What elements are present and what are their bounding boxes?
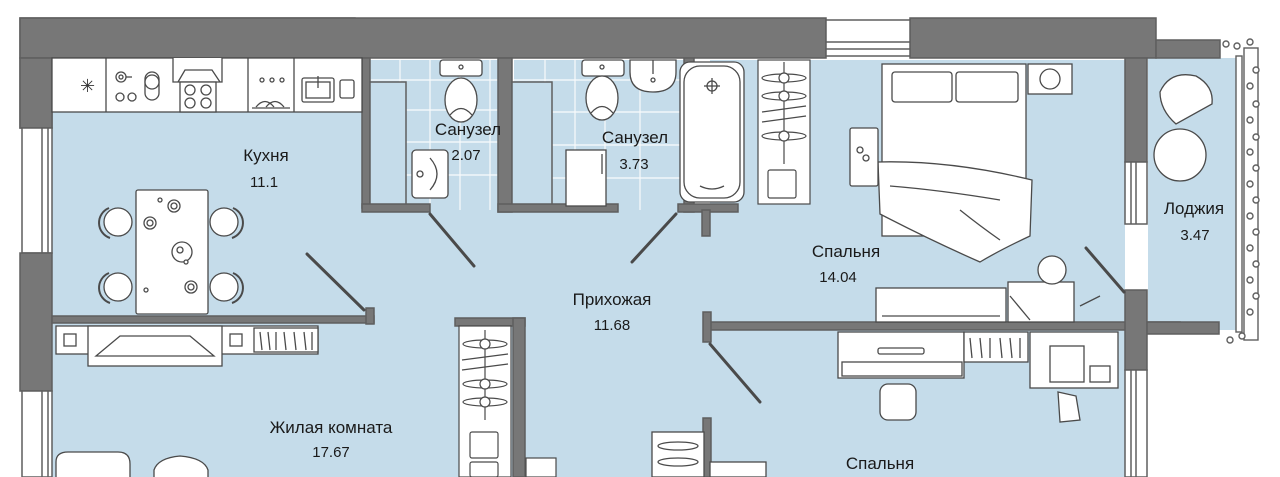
wall-kitchen-bath: [361, 57, 371, 209]
dresser: [875, 287, 1007, 323]
kitchen-door[interactable]: [305, 252, 366, 312]
room-area: 11.1: [249, 174, 279, 191]
wardrobe-2: [651, 431, 705, 477]
room-area: 3.73: [619, 156, 649, 173]
desk: [1007, 281, 1075, 323]
outer-wall-left-2: [19, 252, 53, 392]
room-area: 17.67: [312, 444, 350, 461]
chair: [103, 207, 133, 237]
washing-machine: [565, 149, 607, 207]
loggia-door[interactable]: [1084, 246, 1126, 294]
wall-bedroom-divider: [709, 321, 1181, 331]
bathroom-2-fixtures: [565, 59, 745, 207]
hallway-closet: [458, 325, 557, 477]
room-name: Спальня: [845, 454, 915, 473]
bookshelf: [963, 331, 1029, 363]
sink: [629, 59, 677, 93]
room-name: Жилая комната: [269, 418, 393, 437]
room-name: Санузел: [601, 128, 669, 147]
bathroom-2-door[interactable]: [630, 212, 678, 264]
sink: [411, 149, 449, 199]
office-chair: [1057, 391, 1081, 423]
chair: [209, 207, 239, 237]
bedroom-1-furniture: [849, 63, 1101, 323]
wall-bedroom-loggia: [1124, 57, 1148, 163]
loggia-glazing: [1222, 38, 1260, 344]
freezer-icon: ✳: [80, 76, 95, 96]
room-name: Лоджия: [1163, 199, 1225, 218]
room-name: Спальня: [811, 242, 881, 261]
pouf: [879, 383, 917, 421]
window-left-2: [21, 390, 53, 477]
bathroom-1-fixtures: [411, 59, 483, 199]
chair: [103, 272, 133, 302]
living-room-furniture: [55, 325, 319, 477]
toilet: [585, 75, 619, 121]
plant: [1037, 255, 1067, 285]
bedroom-2-furniture: [651, 331, 1119, 477]
room-name: Санузел: [434, 120, 502, 139]
room-area: 14.04: [819, 269, 857, 286]
room-area: 11.68: [593, 317, 631, 334]
room-area: 3.47: [1180, 227, 1210, 244]
wall-kitchen-living: [51, 315, 375, 324]
doors: [305, 212, 1126, 404]
room-name: Кухня: [243, 146, 289, 165]
walls: [19, 17, 1221, 477]
window-top: [825, 19, 911, 57]
armchair: [1159, 74, 1213, 125]
bedroom-2-door[interactable]: [708, 342, 762, 404]
chair: [209, 272, 239, 302]
coffee-table: [1153, 128, 1207, 182]
outer-wall-left-1: [19, 57, 53, 129]
toilet: [444, 77, 478, 123]
dining-table[interactable]: [98, 189, 244, 315]
bathroom-1-door[interactable]: [428, 212, 476, 268]
sofa: [55, 451, 131, 477]
loggia-furniture: [1153, 74, 1213, 182]
room-name: Прихожая: [572, 290, 652, 309]
laptop: [1049, 345, 1085, 383]
kitchen-counter: ✳: [51, 57, 363, 113]
room-area: 2.07: [451, 147, 481, 164]
wardrobe-1: [757, 59, 811, 205]
ottoman: [153, 455, 209, 477]
